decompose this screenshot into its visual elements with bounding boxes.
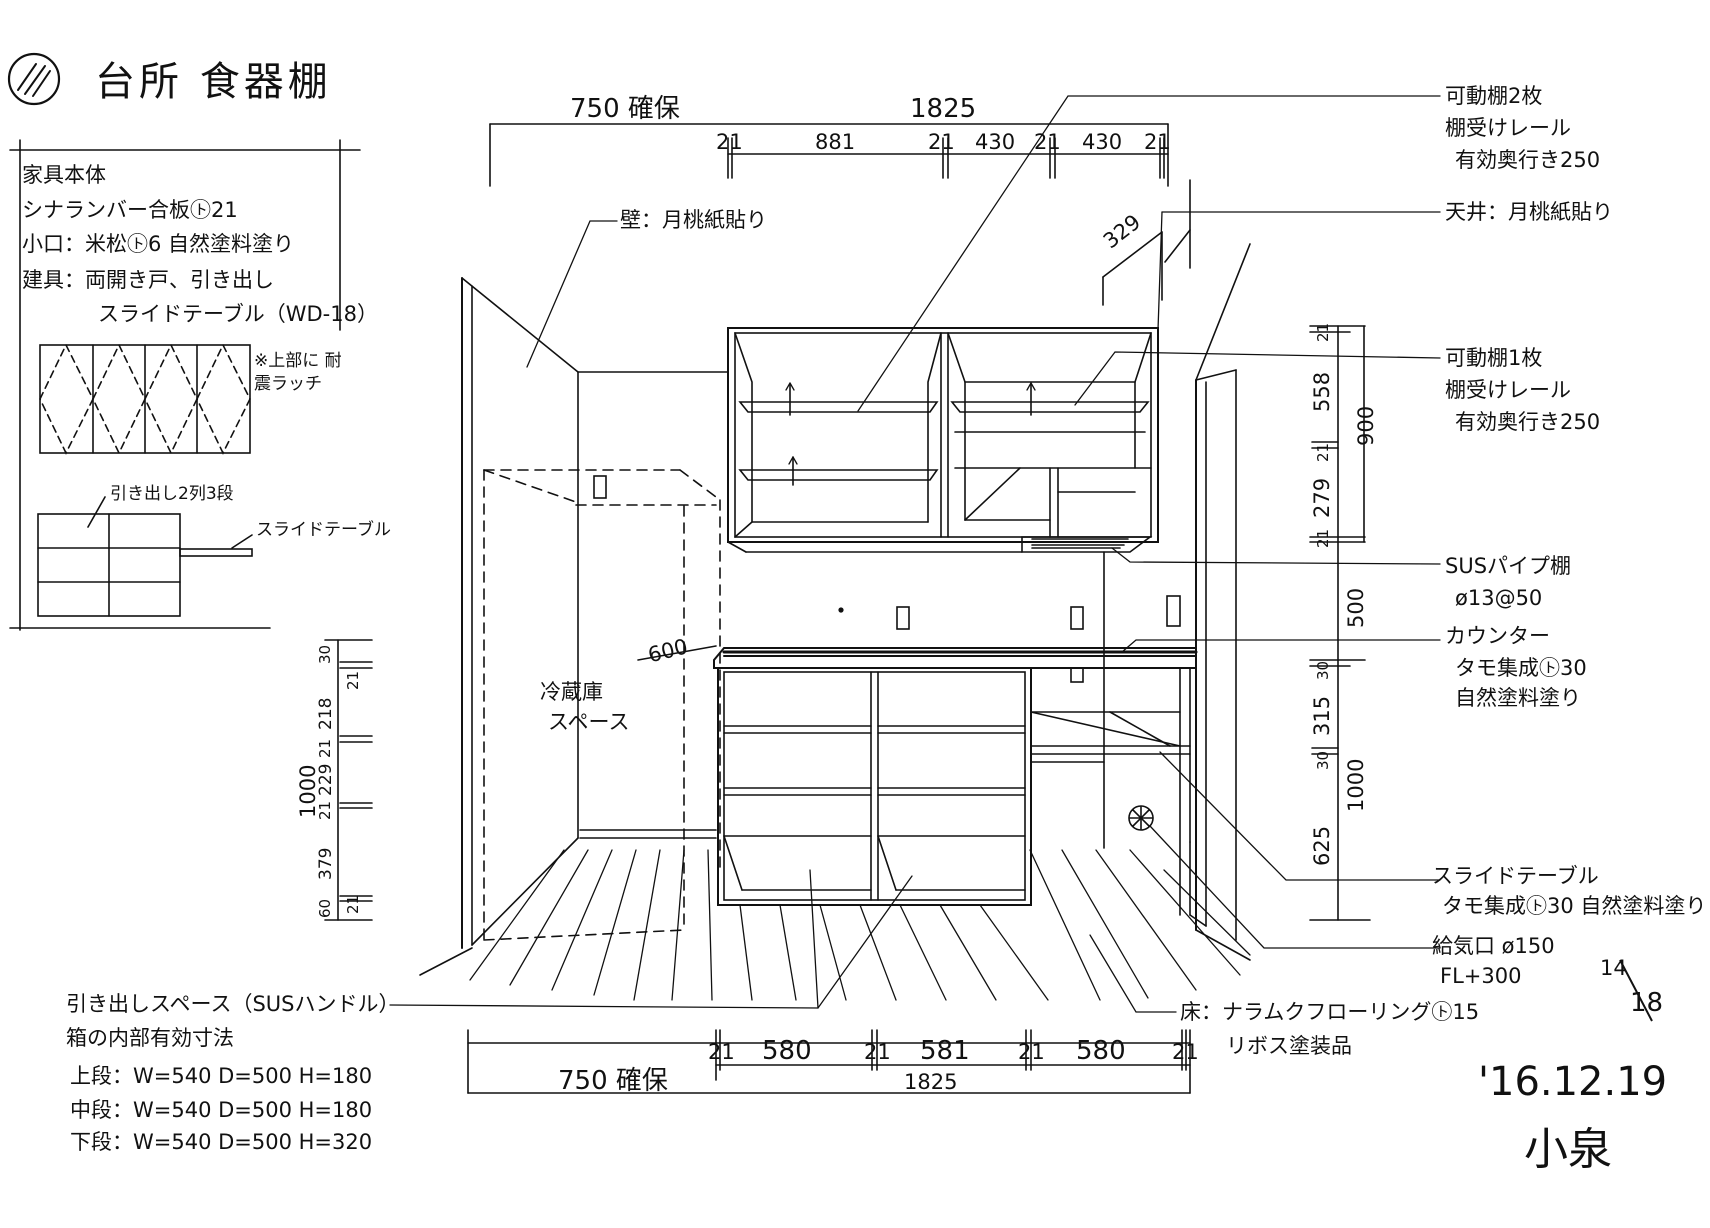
shelf-mid-label-3: 有効奥行き250 (1455, 410, 1601, 434)
spec-line-4: 建具：両開き戸、引き出し (22, 268, 274, 292)
shelf-top-label-1: 可動棚2枚 (1445, 84, 1543, 108)
right-lower-1: 30 (1314, 660, 1332, 680)
top-part-4: 430 (975, 130, 1016, 154)
drawer-note: 引き出し2列3段 (110, 484, 234, 504)
top-part-3: 21 (928, 130, 955, 154)
slide-table-label-1: スライドテーブル (1432, 864, 1599, 888)
top-part-2: 881 (815, 130, 856, 154)
top-part-7: 21 (1144, 130, 1171, 154)
top-part-1: 21 (716, 130, 743, 154)
shelf-arrows (785, 382, 1036, 465)
left-part-7: 379 (316, 847, 336, 880)
top-total-dim: 1825 (910, 94, 977, 124)
sheet-date: '16.12.19 (1478, 1059, 1668, 1105)
top-dimension-lines (489, 123, 1169, 187)
right-upper-4: 279 (1310, 477, 1334, 518)
depth-dimension-329 (1102, 231, 1163, 306)
quake-latch-note: ※上部に 耐震ラッチ (254, 351, 342, 394)
top-reserve-dim: 750 確保 (570, 94, 680, 124)
bottom-reserve-dim: 750 確保 (558, 1066, 668, 1096)
shelf-mid-label-2: 棚受けレール (1445, 378, 1571, 402)
door-elevation-diagram (39, 343, 251, 455)
left-part-1: 30 (316, 644, 334, 664)
left-part-9: 60 (316, 898, 334, 918)
bottom-part-2: 580 (762, 1036, 812, 1066)
right-upper-5: 21 (1314, 528, 1332, 548)
air-inlet-label-2: FL+300 (1440, 964, 1522, 988)
bottom-part-7: 21 (1172, 1040, 1199, 1064)
air-inlet-vent (1128, 805, 1154, 831)
lower-cabinet (717, 667, 1191, 916)
right-lower-total: 1000 (1344, 758, 1368, 812)
right-upper-2: 558 (1310, 371, 1334, 412)
bottom-part-3: 21 (864, 1040, 891, 1064)
left-part-5: 229 (316, 763, 336, 796)
drawer-diagram (37, 496, 253, 617)
top-part-6: 430 (1082, 130, 1123, 154)
bottom-part-5: 21 (1018, 1040, 1045, 1064)
top-part-5: 21 (1034, 130, 1061, 154)
spec-line-1: 家具本体 (22, 163, 106, 187)
upper-cabinet (727, 327, 1159, 553)
bottom-part-4: 581 (920, 1036, 970, 1066)
spec-frame (9, 139, 361, 631)
drawer-space-label-5: 下段：W=540 D=500 H=320 (70, 1130, 373, 1154)
bottom-total-dim: 1825 (904, 1070, 958, 1094)
title-number-mark (7, 52, 61, 106)
ceiling-label: 天井：月桃紙貼り (1445, 200, 1613, 224)
left-total-dim: 1000 (296, 764, 320, 818)
spec-line-2: シナランバー合板㋣21 (22, 198, 238, 222)
leader-lines (389, 95, 1441, 1013)
right-lower-3: 30 (1314, 750, 1332, 770)
right-upper-3: 21 (1314, 442, 1332, 462)
floor-label-1: 床：ナラムクフローリング㋣15 (1180, 1000, 1480, 1024)
wall-label: 壁：月桃紙貼り (620, 208, 767, 232)
bottom-part-6: 580 (1076, 1036, 1126, 1066)
shelf-top-label-3: 有効奥行き250 (1455, 148, 1601, 172)
counter-label-3: 自然塗料塗り (1455, 686, 1581, 710)
left-part-6: 21 (316, 800, 334, 820)
right-lower-4: 625 (1310, 825, 1334, 866)
right-gap-dim: 500 (1344, 587, 1368, 628)
counter-label-2: タモ集成㋣30 (1455, 656, 1587, 680)
left-part-2: 21 (344, 670, 362, 690)
shelf-mid-label-1: 可動棚1枚 (1445, 346, 1543, 370)
page-number-top: 14 (1600, 956, 1627, 980)
page-number-slash (1619, 959, 1653, 1022)
slide-table-note: スライドテーブル (256, 520, 391, 540)
air-inlet-label-1: 給気口 ø150 (1432, 934, 1555, 958)
shelf-top-label-2: 棚受けレール (1445, 116, 1571, 140)
drawer-space-label-3: 上段：W=540 D=500 H=180 (70, 1064, 373, 1088)
spec-line-5: スライドテーブル（WD-18） (98, 302, 378, 326)
bottom-dimension-lines (467, 1029, 1191, 1094)
slide-table-label-2: タモ集成㋣30 自然塗料塗り (1442, 894, 1707, 918)
bottom-part-1: 21 (708, 1040, 735, 1064)
drawer-space-label-1: 引き出しスペース（SUSハンドル） (66, 992, 400, 1016)
drawer-space-label-2: 箱の内部有効寸法 (66, 1026, 234, 1050)
left-part-8: 21 (344, 894, 362, 914)
fridge-label-2: スペース (548, 710, 630, 734)
floor-boards (469, 849, 1251, 1001)
right-dimension-lines (1309, 325, 1371, 921)
right-upper-total: 900 (1354, 405, 1378, 446)
drawer-space-label-4: 中段：W=540 D=500 H=180 (70, 1098, 373, 1122)
left-dimension-lines (324, 639, 373, 921)
counter-top (713, 647, 1198, 669)
counter-label-1: カウンター (1445, 624, 1550, 648)
room-structure (419, 179, 1251, 976)
author-name: 小泉 (1524, 1124, 1612, 1175)
right-lower-2: 315 (1310, 695, 1334, 736)
floor-label-2: リボス塗装品 (1226, 1034, 1352, 1058)
left-part-3: 218 (316, 697, 336, 730)
pipe-shelf-label-2: ø13@50 (1455, 586, 1543, 610)
page-title: 台所 食器棚 (95, 59, 332, 105)
depth-dimension-600 (637, 645, 717, 661)
fridge-space-outline (483, 469, 721, 941)
pipe-shelf-label-1: SUSパイプ棚 (1445, 554, 1572, 578)
left-part-4: 21 (316, 738, 334, 758)
fridge-label-1: 冷蔵庫 (540, 680, 603, 704)
right-upper-1: 21 (1314, 322, 1332, 342)
spec-line-3: 小口：米松㋣6 自然塗料塗り (22, 232, 295, 256)
